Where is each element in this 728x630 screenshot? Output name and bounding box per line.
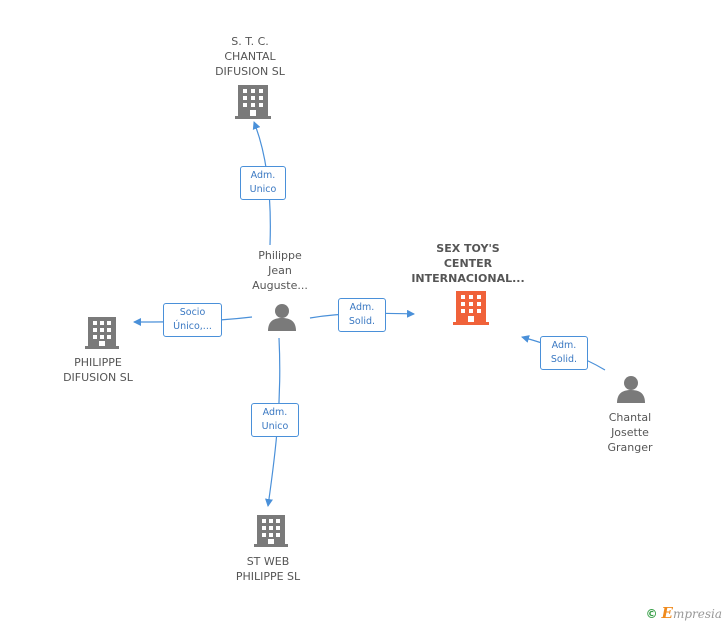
brand-logo: © Empresia: [646, 604, 722, 622]
relation-label-to-stc: Adm. Unico: [240, 166, 286, 200]
copyright-icon: ©: [645, 607, 658, 621]
building-icon[interactable]: [235, 85, 271, 119]
person-icon[interactable]: [617, 376, 645, 403]
company-label-stweb[interactable]: ST WEB PHILIPPE SL: [235, 555, 301, 583]
relation-label-to-stweb: Adm. Unico: [251, 403, 299, 437]
company-label-stc[interactable]: S. T. C. CHANTAL DIFUSION SL: [215, 35, 285, 78]
relation-label-to-philippe-difusion: Socio Único,...: [163, 303, 222, 337]
person-icon[interactable]: [268, 304, 296, 331]
building-icon[interactable]: [85, 317, 119, 349]
relation-label-chantal-to-sextoy: Adm. Solid.: [540, 336, 588, 370]
building-main-icon[interactable]: [453, 291, 489, 325]
person-label-philippe[interactable]: Philippe Jean Auguste...: [252, 249, 308, 292]
company-label-philippe-difusion[interactable]: PHILIPPE DIFUSION SL: [63, 356, 133, 384]
company-label-sextoy[interactable]: SEX TOY'S CENTER INTERNACIONAL...: [411, 242, 525, 285]
brand-initial: E: [661, 604, 673, 622]
person-label-chantal[interactable]: Chantal Josette Granger: [607, 411, 653, 454]
brand-name: mpresia: [672, 607, 722, 621]
building-icon[interactable]: [254, 515, 288, 547]
relation-label-to-sextoy: Adm. Solid.: [338, 298, 386, 332]
